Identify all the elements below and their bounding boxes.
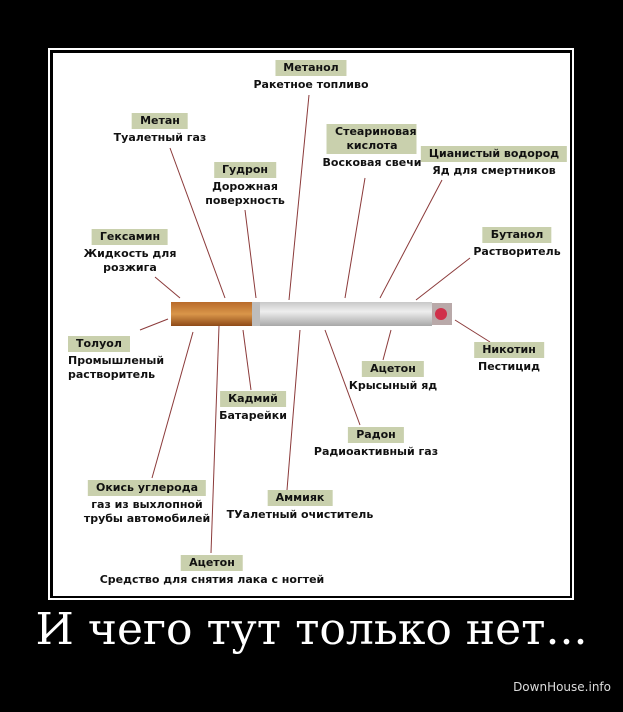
callout-line xyxy=(244,209,257,299)
callout-line xyxy=(154,276,181,299)
substance-use: Дорожная xyxy=(212,180,278,193)
substance-use: Восковая свечи xyxy=(322,156,422,169)
substance-use: растворитель xyxy=(68,368,156,381)
substance-use: розжига xyxy=(103,261,157,274)
callout-line xyxy=(415,257,471,301)
callout-line xyxy=(139,318,169,331)
cigarette-paper xyxy=(252,302,432,326)
substance-name: Кадмий xyxy=(220,391,286,407)
substance-use: Радиоактивный газ xyxy=(313,445,439,458)
cigarette xyxy=(171,302,452,326)
substance-use: Промышленый xyxy=(68,354,165,367)
substance-use: Растворитель xyxy=(473,245,561,258)
substance-name: Метанол xyxy=(275,60,347,76)
substance-use: Крысыный яд xyxy=(348,379,438,392)
watermark: DownHouse.info xyxy=(513,680,611,694)
callout-line xyxy=(454,319,491,343)
substance-name: Окись углерода xyxy=(87,480,207,496)
substance-use: Батарейки xyxy=(219,409,287,422)
callout-line xyxy=(382,329,392,361)
substance-name: Гудрон xyxy=(213,162,277,178)
callout: Цианистый водород Яд для смертников xyxy=(420,146,568,178)
substance-name: Радон xyxy=(348,427,404,443)
substance-name: Метан xyxy=(132,113,188,129)
substance-name: Аммияк xyxy=(267,490,333,506)
cigarette-ember xyxy=(435,308,447,320)
substance-use: Туалетный газ xyxy=(113,131,207,144)
substance-name: Стеариновая кислота xyxy=(327,124,417,154)
callout-line xyxy=(344,177,366,299)
substance-use: Пестицид xyxy=(477,360,540,373)
substance-use: Жидкость для xyxy=(83,247,177,260)
substance-name: Ацетон xyxy=(362,361,424,377)
substance-name: Гексамин xyxy=(91,229,169,245)
cigarette-band xyxy=(252,302,260,326)
callout-line xyxy=(379,179,443,299)
substance-name: Толуол xyxy=(68,336,130,352)
poster-frame xyxy=(48,48,574,600)
callout-line xyxy=(288,94,310,301)
callout-line xyxy=(169,147,226,299)
substance-use: Яд для смертников xyxy=(432,164,556,177)
substance-name: Ацетон xyxy=(181,555,243,571)
substance-use: Ракетное топливо xyxy=(253,78,369,91)
poster-caption: И чего тут только нет... xyxy=(35,604,588,655)
callout-line xyxy=(151,331,194,479)
substance-use: Средство для снятия лака с ногтей xyxy=(99,573,325,586)
substance-use: газ из выхлопной xyxy=(91,498,203,511)
callout-line xyxy=(286,329,301,491)
callout-line xyxy=(242,329,252,391)
substance-use: поверхность xyxy=(205,194,285,207)
substance-name: Цианистый водород xyxy=(420,146,568,162)
substance-name: Бутанол xyxy=(482,227,552,243)
substance-name: Никотин xyxy=(474,342,544,358)
substance-use: ТУалетный очиститель xyxy=(226,508,374,521)
callout-line xyxy=(324,329,361,426)
cigarette-filter xyxy=(171,302,252,326)
substance-use: трубы автомобилей xyxy=(83,512,211,525)
callout-line xyxy=(210,325,220,554)
